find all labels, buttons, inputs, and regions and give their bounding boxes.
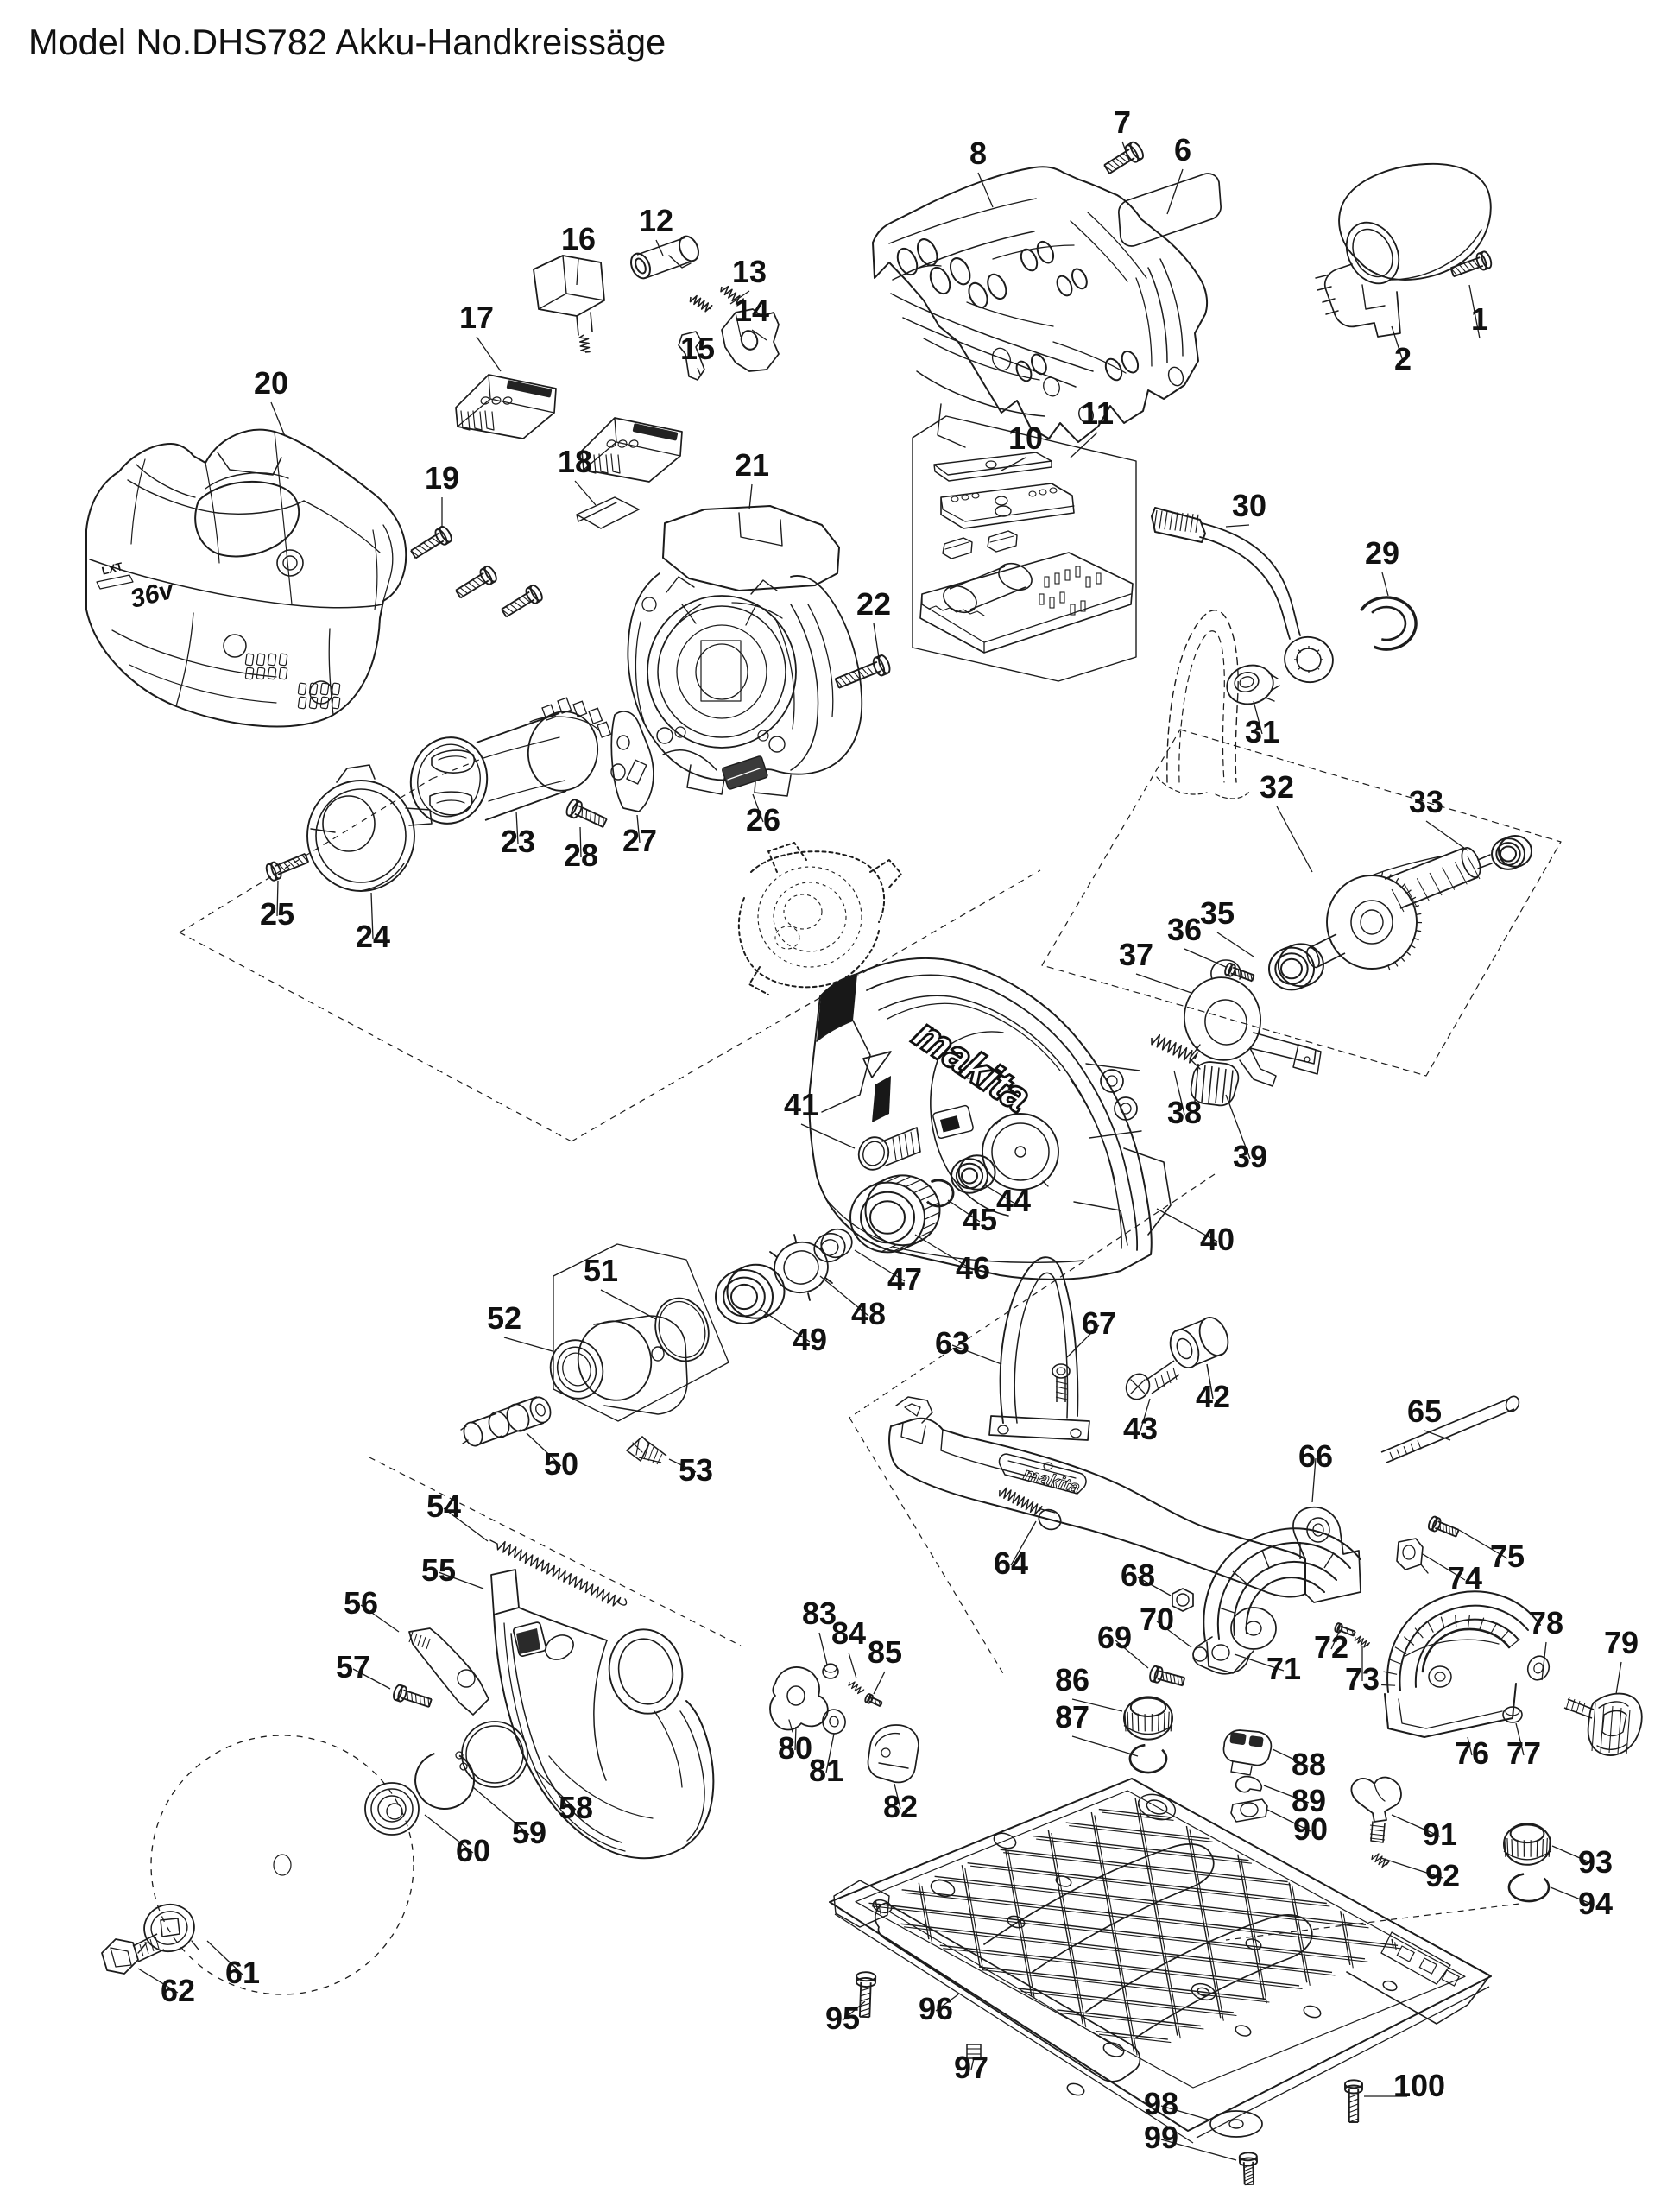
svg-text:95: 95 [825, 2000, 860, 2036]
svg-text:29: 29 [1365, 535, 1399, 571]
svg-text:47: 47 [887, 1261, 922, 1297]
svg-text:8: 8 [969, 136, 987, 171]
svg-text:32: 32 [1260, 769, 1294, 805]
svg-text:74: 74 [1448, 1560, 1482, 1596]
svg-text:20: 20 [254, 365, 288, 401]
svg-text:43: 43 [1123, 1411, 1158, 1446]
svg-text:46: 46 [956, 1250, 990, 1286]
svg-text:51: 51 [584, 1253, 618, 1288]
svg-text:58: 58 [559, 1790, 593, 1825]
svg-text:36: 36 [1167, 912, 1202, 947]
svg-text:80: 80 [778, 1730, 812, 1766]
svg-text:66: 66 [1298, 1438, 1333, 1474]
svg-text:60: 60 [456, 1833, 490, 1868]
svg-text:79: 79 [1604, 1625, 1639, 1660]
svg-text:55: 55 [421, 1552, 456, 1588]
svg-text:19: 19 [425, 460, 459, 496]
svg-text:11: 11 [1081, 395, 1114, 431]
svg-text:63: 63 [935, 1325, 969, 1361]
svg-text:73: 73 [1345, 1661, 1380, 1697]
svg-text:14: 14 [735, 293, 769, 328]
svg-text:23: 23 [501, 824, 535, 859]
svg-text:91: 91 [1423, 1817, 1457, 1852]
svg-text:71: 71 [1266, 1651, 1301, 1686]
svg-text:24: 24 [356, 919, 390, 954]
svg-text:68: 68 [1121, 1558, 1155, 1593]
svg-text:28: 28 [564, 837, 598, 873]
svg-text:37: 37 [1119, 937, 1153, 972]
svg-text:41: 41 [784, 1087, 818, 1122]
svg-text:62: 62 [161, 1973, 195, 2008]
svg-text:17: 17 [459, 300, 494, 335]
svg-text:42: 42 [1196, 1379, 1230, 1414]
svg-text:59: 59 [512, 1815, 546, 1850]
svg-text:1: 1 [1471, 301, 1488, 337]
svg-text:88: 88 [1292, 1747, 1326, 1782]
svg-text:54: 54 [426, 1488, 461, 1524]
svg-text:100: 100 [1393, 2068, 1445, 2103]
svg-text:52: 52 [487, 1300, 521, 1336]
svg-text:98: 98 [1144, 2086, 1178, 2121]
svg-text:38: 38 [1167, 1095, 1202, 1130]
svg-text:56: 56 [344, 1585, 378, 1621]
svg-text:7: 7 [1114, 104, 1131, 140]
svg-text:45: 45 [963, 1202, 997, 1237]
svg-text:31: 31 [1245, 714, 1279, 749]
svg-text:61: 61 [225, 1955, 260, 1990]
svg-text:33: 33 [1409, 784, 1443, 819]
svg-text:92: 92 [1425, 1858, 1460, 1893]
svg-text:87: 87 [1055, 1699, 1089, 1735]
svg-text:94: 94 [1578, 1886, 1613, 1921]
svg-text:26: 26 [746, 802, 780, 837]
svg-text:75: 75 [1490, 1539, 1525, 1574]
svg-text:99: 99 [1144, 2120, 1178, 2155]
svg-text:Model No.DHS782 Akku-Handkreis: Model No.DHS782 Akku-Handkreissäge [28, 22, 666, 62]
svg-text:40: 40 [1200, 1222, 1235, 1257]
svg-text:70: 70 [1140, 1602, 1174, 1637]
svg-text:77: 77 [1506, 1735, 1541, 1771]
svg-text:12: 12 [639, 203, 673, 238]
svg-text:65: 65 [1407, 1394, 1442, 1429]
svg-text:21: 21 [735, 447, 769, 483]
svg-text:78: 78 [1529, 1605, 1563, 1640]
svg-text:10: 10 [1008, 420, 1043, 456]
svg-text:25: 25 [260, 896, 294, 932]
svg-text:27: 27 [622, 823, 657, 858]
svg-text:18: 18 [558, 444, 592, 479]
svg-text:50: 50 [544, 1446, 578, 1482]
svg-text:64: 64 [994, 1545, 1028, 1581]
svg-text:39: 39 [1233, 1139, 1267, 1174]
svg-text:81: 81 [809, 1753, 843, 1788]
svg-text:69: 69 [1097, 1620, 1132, 1655]
svg-text:85: 85 [868, 1634, 902, 1670]
svg-text:16: 16 [561, 221, 596, 256]
svg-text:67: 67 [1082, 1305, 1116, 1341]
svg-text:90: 90 [1293, 1811, 1328, 1847]
svg-text:49: 49 [793, 1322, 827, 1357]
svg-text:15: 15 [680, 331, 715, 366]
svg-text:82: 82 [883, 1789, 918, 1824]
svg-text:86: 86 [1055, 1662, 1089, 1697]
svg-text:93: 93 [1578, 1844, 1613, 1880]
svg-text:57: 57 [336, 1649, 370, 1684]
svg-text:53: 53 [679, 1452, 713, 1488]
svg-text:35: 35 [1200, 895, 1235, 931]
svg-text:84: 84 [831, 1615, 866, 1651]
svg-text:72: 72 [1314, 1629, 1348, 1665]
svg-text:96: 96 [919, 1991, 953, 2026]
svg-text:44: 44 [996, 1183, 1031, 1218]
svg-text:48: 48 [851, 1296, 886, 1331]
svg-text:30: 30 [1232, 488, 1266, 523]
svg-text:76: 76 [1455, 1735, 1489, 1771]
svg-text:13: 13 [732, 254, 767, 289]
svg-text:2: 2 [1394, 341, 1412, 376]
svg-text:6: 6 [1174, 132, 1191, 167]
svg-text:97: 97 [954, 2050, 988, 2085]
svg-text:22: 22 [856, 586, 891, 622]
